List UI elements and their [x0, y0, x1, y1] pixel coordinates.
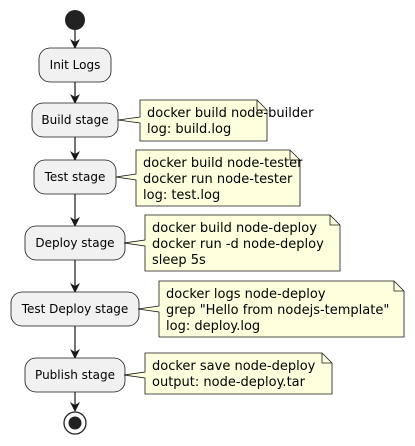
- note-line: log: deploy.log: [166, 319, 260, 334]
- note-line: docker build node-builder: [147, 106, 314, 121]
- note-line: docker logs node-deploy: [166, 287, 326, 302]
- start-node: [65, 10, 85, 30]
- note-test-deploy: docker logs node-deploy grep "Hello from…: [137, 280, 405, 338]
- node-label: Test Deploy stage: [21, 302, 129, 316]
- note-line: grep "Hello from nodejs-template": [166, 303, 389, 318]
- note-text: docker logs node-deploy grep "Hello from…: [166, 287, 393, 334]
- note-text: docker build node-deploy docker run -d n…: [152, 221, 328, 268]
- note-publish: docker save node-deploy output: node-dep…: [123, 352, 333, 395]
- node-label: Init Logs: [50, 58, 101, 72]
- node-label: Build stage: [41, 113, 108, 127]
- note-line: docker save node-deploy: [152, 359, 316, 374]
- node-test-stage: Test stage: [33, 159, 117, 195]
- node-build-stage: Build stage: [31, 102, 119, 138]
- node-test-deploy-stage: Test Deploy stage: [10, 291, 140, 327]
- note-line: docker run -d node-deploy: [152, 237, 324, 252]
- node-deploy-stage: Deploy stage: [24, 225, 126, 261]
- node-label: Test stage: [44, 170, 106, 184]
- note-build: docker build node-builder log: build.log: [117, 99, 318, 142]
- node-init-logs: Init Logs: [38, 47, 112, 83]
- stop-node: [63, 411, 87, 435]
- note-text: docker save node-deploy output: node-dep…: [152, 359, 320, 390]
- note-line: output: node-deploy.tar: [152, 375, 306, 390]
- node-label: Deploy stage: [35, 236, 114, 250]
- note-line: docker build node-tester: [143, 156, 303, 171]
- note-text: docker build node-builder log: build.log: [147, 106, 318, 137]
- note-line: log: build.log: [147, 122, 231, 137]
- note-line: log: test.log: [143, 188, 220, 203]
- node-label: Publish stage: [35, 368, 115, 382]
- note-line: docker run node-tester: [143, 172, 293, 187]
- note-deploy: docker build node-deploy docker run -d n…: [123, 214, 341, 272]
- note-line: sleep 5s: [152, 253, 206, 268]
- node-publish-stage: Publish stage: [24, 357, 126, 393]
- note-line: docker build node-deploy: [152, 221, 317, 236]
- note-test: docker build node-tester docker run node…: [115, 149, 307, 207]
- note-text: docker build node-tester docker run node…: [143, 156, 307, 203]
